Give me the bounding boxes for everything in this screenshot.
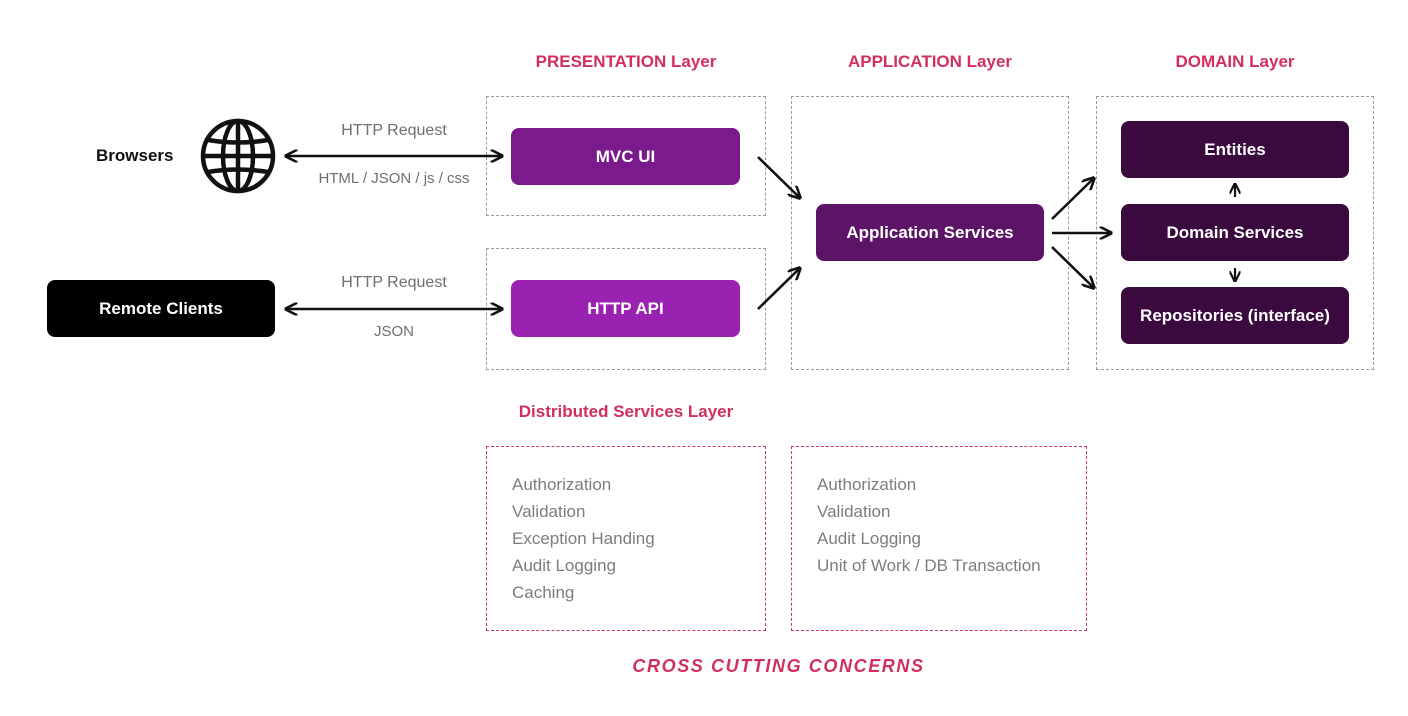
concern-item: Authorization (817, 475, 917, 494)
concern-item: Validation (512, 502, 586, 521)
concern-item: Caching (512, 583, 575, 602)
presentation-concerns-box (486, 446, 766, 631)
entities-node: Entities (1121, 121, 1349, 178)
api-to-app-arrow (757, 268, 800, 310)
presentation-concerns-list: Authorization Validation Exception Handi… (512, 471, 655, 606)
browser-response-label: HTML / JSON / js / css (318, 170, 470, 187)
repositories-node: Repositories (interface) (1121, 287, 1349, 344)
browser-request-label: HTTP Request (341, 122, 447, 139)
cross-cutting-concerns-title: CROSS CUTTING CONCERNS (632, 656, 925, 676)
mvc-to-app-arrow (757, 156, 800, 198)
mvc-ui-node: MVC UI (511, 128, 740, 185)
application-concerns-list: Authorization Validation Audit Logging U… (817, 471, 1041, 579)
application-layer-title: APPLICATION Layer (847, 52, 1013, 71)
remote-clients-box: Remote Clients (47, 280, 275, 337)
remote-request-label: HTTP Request (341, 274, 447, 291)
app-to-entities-arrow (1051, 178, 1094, 220)
http-api-node: HTTP API (511, 280, 740, 337)
application-services-node: Application Services (816, 204, 1044, 261)
distributed-services-layer-title: Distributed Services Layer (518, 402, 734, 421)
concern-item: Validation (817, 502, 891, 521)
concern-item: Audit Logging (512, 556, 616, 575)
concern-item: Audit Logging (817, 529, 921, 548)
concern-item: Unit of Work / DB Transaction (817, 556, 1041, 575)
concern-item: Exception Handing (512, 529, 655, 548)
app-to-repositories-arrow (1051, 246, 1094, 288)
globe-icon (200, 118, 276, 194)
domain-layer-title: DOMAIN Layer (1175, 52, 1295, 71)
domain-services-node: Domain Services (1121, 204, 1349, 261)
browsers-label: Browsers (96, 146, 174, 165)
concern-item: Authorization (512, 475, 612, 494)
application-concerns-box (791, 446, 1087, 631)
remote-response-label: JSON (373, 323, 414, 340)
presentation-layer-title: PRESENTATION Layer (535, 52, 717, 71)
